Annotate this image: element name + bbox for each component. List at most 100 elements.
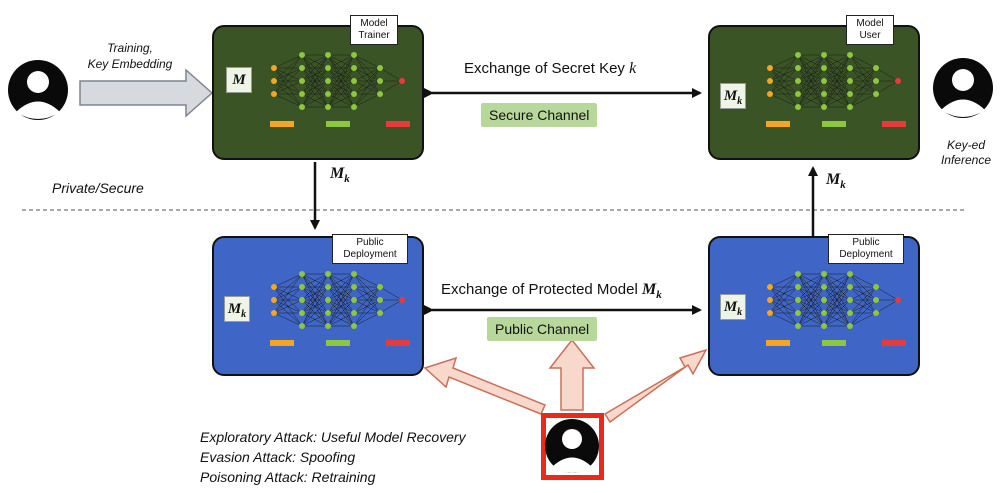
network-edge bbox=[823, 93, 851, 108]
network-node bbox=[821, 284, 827, 290]
network-edge bbox=[823, 54, 851, 69]
network-edge bbox=[823, 54, 851, 108]
network-node bbox=[351, 91, 357, 97]
network-edge bbox=[797, 286, 825, 327]
network-edge bbox=[797, 273, 825, 314]
network-edge bbox=[769, 54, 799, 95]
network-node bbox=[351, 297, 357, 303]
network-node bbox=[895, 78, 901, 84]
network-node bbox=[873, 65, 879, 71]
network-node bbox=[795, 271, 801, 277]
network-node bbox=[847, 91, 853, 97]
network-edge bbox=[849, 312, 877, 327]
network-node bbox=[795, 310, 801, 316]
network-node bbox=[795, 78, 801, 84]
network-node bbox=[299, 271, 305, 277]
network-node bbox=[271, 91, 277, 97]
network-edge bbox=[327, 93, 355, 108]
network-edge bbox=[353, 67, 381, 95]
network-node bbox=[399, 297, 405, 303]
network-edge bbox=[797, 312, 825, 327]
network-edge bbox=[301, 54, 329, 69]
network-node bbox=[873, 78, 879, 84]
network-node bbox=[325, 297, 331, 303]
network-edge bbox=[327, 273, 355, 288]
network-edge bbox=[797, 273, 825, 288]
network-node bbox=[351, 78, 357, 84]
public-deployment-tag: Public Deployment bbox=[332, 234, 408, 264]
network-layer-bar bbox=[766, 121, 790, 127]
network-edge bbox=[327, 67, 355, 108]
network-node bbox=[325, 271, 331, 277]
attack-arrow-center bbox=[548, 338, 596, 411]
model-symbol: M bbox=[226, 67, 252, 93]
training-input-label: Training, Key Embedding bbox=[87, 41, 173, 71]
network-node bbox=[351, 104, 357, 110]
keyed-inference-label: Key-ed Inference bbox=[940, 138, 992, 167]
network-edge bbox=[301, 54, 329, 82]
network-edge bbox=[273, 54, 303, 95]
network-edge bbox=[301, 299, 329, 327]
network-node bbox=[325, 78, 331, 84]
network-node bbox=[795, 91, 801, 97]
network-node bbox=[299, 104, 305, 110]
network-node bbox=[271, 284, 277, 290]
network-edge bbox=[379, 299, 403, 314]
network-node bbox=[351, 310, 357, 316]
network-node bbox=[767, 284, 773, 290]
network-node bbox=[325, 284, 331, 290]
network-node bbox=[299, 78, 305, 84]
network-edge bbox=[301, 67, 329, 108]
network-node bbox=[821, 297, 827, 303]
training-input-arrow bbox=[79, 68, 214, 118]
network-node bbox=[873, 297, 879, 303]
attack-item: Poisoning Attack: Retraining bbox=[200, 469, 376, 485]
network-edge bbox=[823, 273, 851, 314]
network-edge bbox=[301, 54, 329, 108]
network-node bbox=[299, 52, 305, 58]
network-edge bbox=[797, 54, 825, 69]
network-node bbox=[847, 310, 853, 316]
public-deployment-right-panel: Public Deployment Mk bbox=[708, 234, 920, 376]
network-edge bbox=[273, 273, 303, 314]
attack-list: Exploratory Attack: Useful Model Recover… bbox=[200, 427, 466, 487]
network-node bbox=[767, 297, 773, 303]
network-edge bbox=[769, 312, 799, 327]
network-edge bbox=[301, 273, 329, 301]
network-edge bbox=[875, 299, 899, 314]
network-edge bbox=[273, 286, 303, 314]
model-user-panel: Model User Mk bbox=[708, 15, 920, 160]
network-edge bbox=[849, 299, 877, 327]
network-edge bbox=[273, 93, 303, 108]
network-node bbox=[795, 297, 801, 303]
network-node bbox=[821, 310, 827, 316]
model-symbol: Mk bbox=[720, 83, 746, 109]
network-node bbox=[377, 297, 383, 303]
public-deployment-tag: Public Deployment bbox=[828, 234, 904, 264]
network-edge bbox=[327, 54, 355, 69]
private-secure-label: Private/Secure bbox=[52, 180, 144, 196]
public-deployment-left-panel: Public Deployment Mk bbox=[212, 234, 424, 376]
owner-icon bbox=[8, 60, 68, 120]
network-layer-bar bbox=[386, 340, 410, 346]
model-user-tag: Model User bbox=[846, 15, 894, 45]
network-edge bbox=[327, 54, 355, 108]
network-node bbox=[299, 323, 305, 329]
network-node bbox=[325, 91, 331, 97]
network-edge bbox=[273, 67, 303, 95]
network-node bbox=[351, 271, 357, 277]
network-edge bbox=[353, 312, 381, 327]
network-edge bbox=[823, 273, 851, 327]
network-edge bbox=[301, 273, 329, 327]
network-edge bbox=[769, 54, 799, 82]
network-node bbox=[895, 297, 901, 303]
network-node bbox=[299, 91, 305, 97]
network-edge bbox=[769, 299, 799, 314]
network-edge bbox=[797, 273, 825, 327]
network-edge bbox=[849, 67, 877, 108]
network-node bbox=[767, 78, 773, 84]
network-edge bbox=[353, 286, 381, 327]
neural-network-icon bbox=[766, 52, 906, 127]
network-edge bbox=[823, 67, 851, 108]
network-node bbox=[351, 284, 357, 290]
